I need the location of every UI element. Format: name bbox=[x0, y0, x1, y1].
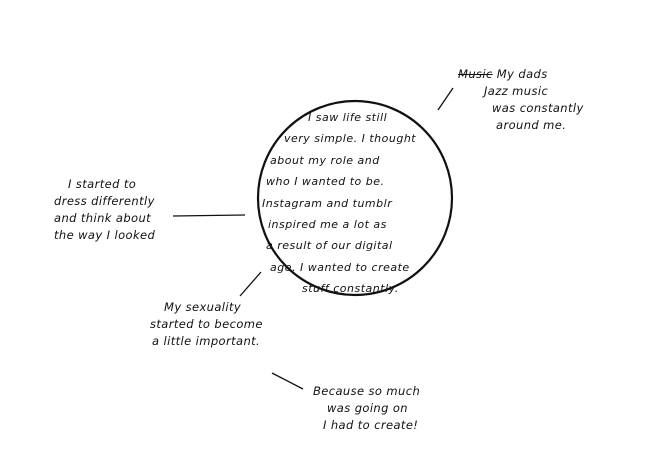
central-text-line: age. I wanted to create bbox=[270, 260, 410, 274]
note-line: the way I looked bbox=[54, 228, 156, 242]
struck-word: Music bbox=[458, 67, 493, 81]
central-text-line: about my role and bbox=[270, 153, 380, 167]
note-line: was constantly bbox=[492, 101, 584, 115]
note-line: Because so much bbox=[313, 384, 421, 398]
note-bottom-left: My sexuality started to become a little … bbox=[150, 299, 263, 350]
note-line: I started to bbox=[68, 177, 137, 191]
note-line: My sexuality bbox=[164, 300, 242, 314]
central-text-line: a result of our digital bbox=[266, 239, 393, 253]
connector-bottom-right bbox=[271, 372, 304, 390]
central-text: I saw life still very simple. I thought … bbox=[262, 107, 462, 300]
note-line: started to become bbox=[150, 317, 263, 331]
note-line: Jazz music bbox=[484, 84, 549, 98]
note-line: I had to create! bbox=[323, 418, 419, 432]
note-line: My dads bbox=[496, 67, 548, 81]
note-line: was going on bbox=[327, 401, 408, 415]
note-bottom-right: Because so much was going on I had to cr… bbox=[313, 383, 420, 434]
note-line: and think about bbox=[54, 211, 152, 225]
central-text-line: stuff constantly. bbox=[302, 282, 399, 296]
note-line: around me. bbox=[496, 118, 567, 132]
note-line: a little important. bbox=[152, 334, 261, 348]
note-left: I started to dress differently and think… bbox=[54, 176, 155, 244]
central-circle bbox=[256, 99, 454, 297]
central-text-line: Instagram and tumblr bbox=[262, 196, 393, 210]
note-line: dress differently bbox=[54, 194, 155, 208]
connector-left bbox=[172, 214, 246, 217]
central-text-line: inspired me a lot as bbox=[268, 218, 387, 232]
central-text-line: very simple. I thought bbox=[284, 132, 417, 146]
central-text-line: I saw life still bbox=[308, 111, 388, 124]
connector-top-right bbox=[437, 87, 454, 111]
note-top-right: Music My dads Jazz music was constantly … bbox=[458, 66, 584, 134]
connector-bottom-left bbox=[239, 271, 262, 297]
central-text-line: who I wanted to be. bbox=[266, 175, 385, 189]
